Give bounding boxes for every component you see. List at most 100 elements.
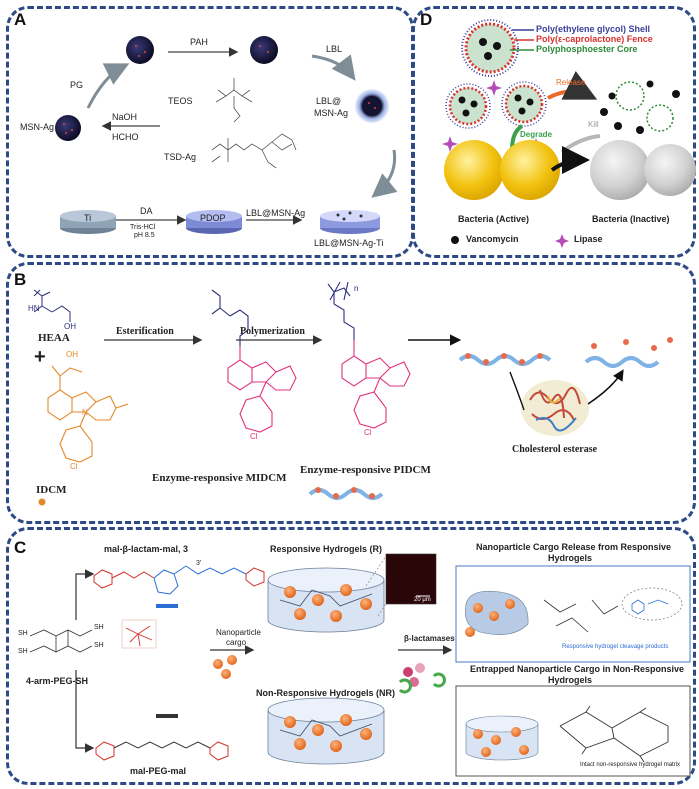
- micelle-left: [445, 83, 491, 129]
- label-pah: PAH: [190, 37, 208, 47]
- final-disk: [320, 210, 380, 234]
- lactam-bar: [156, 604, 178, 608]
- arrow-enzyme-in: [509, 371, 525, 411]
- arrow-enzyme-out: [587, 369, 624, 405]
- label-naoh: NaOH: [112, 112, 138, 122]
- label-cleavage: Responsive hydrogel cleavage products: [562, 644, 669, 650]
- label-esterification: Esterification: [116, 326, 174, 337]
- arrow-pg: [86, 63, 130, 109]
- label-hcho: HCHO: [112, 132, 139, 142]
- polymer-chain-bottom: [308, 487, 384, 500]
- label-idcm-n: N: [82, 408, 88, 417]
- panel-c: [6, 527, 696, 785]
- label-cargo-2: cargo: [226, 638, 247, 647]
- label-tsd-ag: TSD-Ag: [164, 152, 197, 162]
- label-teos: TEOS: [168, 96, 193, 106]
- bacteria-active: [444, 140, 560, 200]
- zoom-lines: [365, 555, 387, 617]
- label-da: DA: [140, 206, 153, 216]
- released-cargo: [600, 80, 680, 134]
- lactamase-enzymes: [398, 663, 446, 694]
- label-nonresponsive: Non-Responsive Hydrogels (NR): [256, 688, 396, 698]
- midcm-structure: [211, 289, 297, 433]
- label-three: 3': [196, 560, 202, 567]
- label-lbl-msn-2: MSN-Ag: [314, 108, 349, 118]
- label-pidcm: Enzyme-responsive PIDCM: [300, 464, 431, 476]
- ti-disk: [60, 210, 116, 234]
- label-sh-3: SH: [94, 624, 104, 631]
- label-idcm-cl: Cl: [70, 462, 78, 471]
- label-mal-peg: mal-PEG-mal: [130, 766, 187, 776]
- mal-lactam-structure: [93, 565, 265, 595]
- pidcm-structure: [327, 281, 411, 429]
- lbl-sphere: [355, 89, 389, 123]
- cargo-particles: [213, 655, 237, 679]
- enzyme-blob: [521, 380, 589, 436]
- lipase-icon: [555, 234, 569, 248]
- idcm-structure: [47, 365, 129, 463]
- label-msn-ag: MSN-Ag: [20, 122, 55, 132]
- arrow-lbl: [311, 54, 356, 81]
- arrow-release: [547, 70, 598, 100]
- label-final: LBL@MSN-Ag-Ti: [314, 238, 384, 248]
- label-pidcm-n: n: [354, 284, 359, 293]
- label-peg-sh: 4-arm-PEG-SH: [26, 676, 89, 686]
- label-release: Release: [556, 78, 586, 87]
- arrow-kill-bacteria: [550, 146, 590, 175]
- label-midcm: Enzyme-responsive MIDCM: [152, 472, 287, 484]
- label-sh-2: SH: [18, 648, 28, 655]
- label-ph: pH 8.5: [134, 232, 155, 239]
- polymer-chain-cleaved: [584, 337, 673, 368]
- label-kill: Kill: [588, 120, 599, 129]
- micelle-right: [501, 81, 547, 127]
- arrow-peg-up: [75, 569, 95, 620]
- label-midcm-cl: Cl: [250, 432, 258, 441]
- label-mal-lactam: mal-β-lactam-mal, 3: [104, 544, 189, 554]
- label-degrade: Degrade: [520, 130, 553, 139]
- label-intact: Intact non-responsive hydrogel matrix: [580, 762, 681, 768]
- label-lbl: LBL: [326, 44, 343, 54]
- hydrogel-r: [267, 567, 385, 633]
- label-pg: PG: [70, 80, 84, 90]
- label-lbl-msn-1: LBL@: [316, 96, 342, 106]
- peg-sketch: [121, 619, 157, 649]
- label-heaa: HEAA: [38, 332, 70, 344]
- label-tris: Tris-HCl: [130, 224, 156, 231]
- panel-b-label: B: [14, 270, 27, 289]
- label-release-title-2: Hydrogels: [548, 553, 593, 563]
- label-lactamases: β-lactamases: [404, 634, 455, 643]
- bacteria-inactive: [590, 140, 696, 200]
- heaa-structure: [33, 289, 71, 322]
- label-idcm-oh: OH: [66, 350, 78, 359]
- panel-b: [6, 262, 696, 524]
- label-inactive: Bacteria (Inactive): [592, 214, 670, 224]
- label-responsive: Responsive Hydrogels (R): [270, 544, 383, 554]
- panel-d: [412, 6, 696, 258]
- arrow-down: [371, 149, 398, 198]
- label-ti: Ti: [84, 213, 92, 223]
- panel-a-label: A: [14, 10, 27, 29]
- msn-ag-sphere: [55, 115, 81, 141]
- polymer-chain-top: [458, 353, 552, 366]
- label-enzyme: Cholesterol esterase: [512, 444, 598, 455]
- label-entrapped-title-2: Hydrogels: [548, 675, 593, 685]
- label-sh-4: SH: [94, 642, 104, 649]
- label-fence: Poly(ε-caprolactone) Fence: [536, 34, 653, 44]
- label-scale: 20 μm: [414, 597, 431, 603]
- label-idcm: IDCM: [36, 484, 67, 496]
- idcm-dot: [38, 498, 46, 506]
- tsd-ag-structure: [211, 133, 297, 169]
- label-sh-1: SH: [18, 630, 28, 637]
- label-pidcm-cl: Cl: [364, 428, 372, 437]
- label-heaa-hn: HN: [28, 304, 40, 313]
- label-core: Polyphosphoester Core: [536, 44, 638, 54]
- vancomycin-icon: [451, 236, 459, 244]
- arrow-peg-down: [75, 670, 95, 753]
- teos-structure: [215, 78, 253, 123]
- label-vancomycin: Vancomycin: [466, 234, 519, 244]
- label-active: Bacteria (Active): [458, 214, 530, 224]
- peg-bar: [156, 714, 178, 718]
- label-cargo-1: Nanoparticle: [216, 628, 261, 637]
